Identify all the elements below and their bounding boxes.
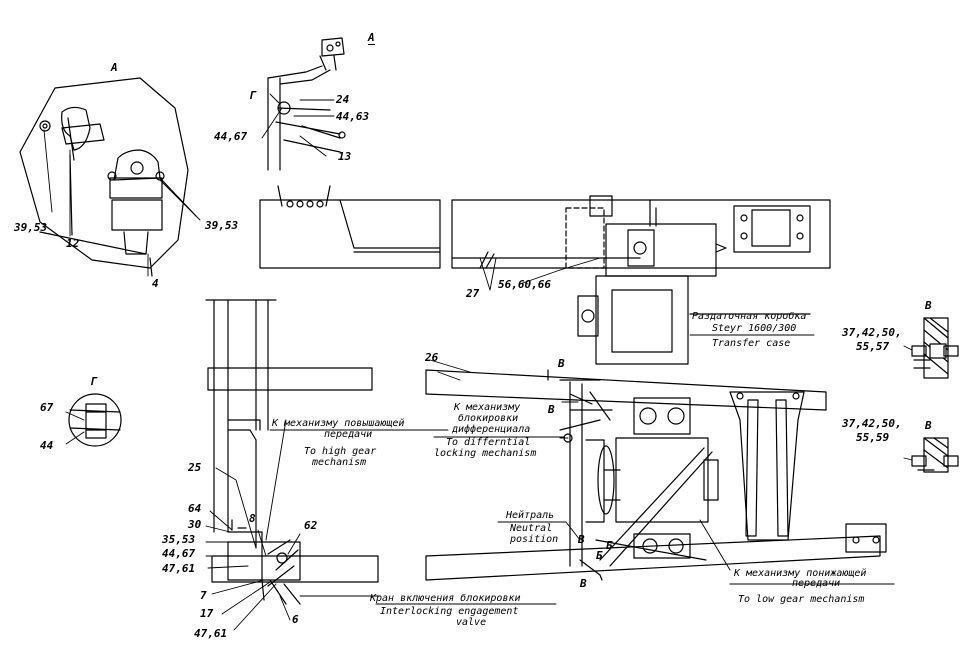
callout-8: 8 <box>249 512 256 525</box>
view-label-g-marker: Г <box>249 89 256 102</box>
view-label-g-detail: Г <box>90 375 97 388</box>
callout-v1-line1: 37,42,50, <box>842 326 902 339</box>
callout-v1-line2: 55,57 <box>856 340 890 353</box>
callout-39-53-right: 39,53 <box>205 219 239 232</box>
caption-valve-ru: Кран включения блокировки <box>370 593 521 604</box>
section-v-views <box>911 317 959 473</box>
callout-35-53: 35,53 <box>162 533 196 546</box>
callout-30: 30 <box>188 518 202 531</box>
caption-underlines <box>269 334 895 605</box>
caption-high-ru-1: К механизму повышающей <box>272 418 405 429</box>
callout-56-60-66: 56,60,66 <box>498 278 551 291</box>
caption-neutral-en-2: position <box>510 534 559 545</box>
callout-67: 67 <box>40 401 54 414</box>
callout-24: 24 <box>336 93 350 106</box>
caption-neutral-ru: Нейтраль <box>506 510 555 521</box>
callout-47-61-b: 47,61 <box>194 627 228 640</box>
callout-44: 44 <box>40 439 54 452</box>
callout-44-67-top: 44,67 <box>214 130 248 143</box>
caption-low-en: To low gear mechanism <box>738 594 865 605</box>
callout-7: 7 <box>200 589 207 602</box>
section-mark-v2: В <box>548 403 555 416</box>
view-label-a-arrow: А <box>368 31 375 45</box>
caption-transfer-en: Transfer case <box>712 338 791 349</box>
callout-v2-line2: 55,59 <box>856 431 890 444</box>
detail-a-view <box>19 77 197 277</box>
callout-47-61-a: 47,61 <box>162 562 196 575</box>
section-mark-b1: Б <box>596 549 603 562</box>
section-mark-v3: В <box>578 533 585 546</box>
callout-12: 12 <box>66 237 80 250</box>
caption-diff-ru-3: дифференциала <box>452 424 531 435</box>
callout-39-53-left: 39,53 <box>14 221 48 234</box>
caption-diff-ru-1: К механизму <box>454 402 521 413</box>
callout-4: 4 <box>152 277 159 290</box>
transfer-case-drawing <box>565 195 811 365</box>
caption-high-en-1: To high gear <box>304 446 377 457</box>
left-side-view <box>205 299 379 605</box>
caption-neutral-en-1: Neutral <box>510 523 553 534</box>
section-mark-v1: В <box>558 357 565 370</box>
callout-6: 6 <box>292 613 299 626</box>
lower-frame-assembly <box>425 369 887 581</box>
caption-valve-en-1: Interlocking engagement <box>380 606 519 617</box>
caption-diff-en-2: locking mechanism <box>434 448 537 459</box>
section-mark-b2: Б <box>606 539 613 552</box>
caption-high-en-2: mechanism <box>312 457 367 468</box>
caption-diff-en-1: To differntial <box>446 437 531 448</box>
callout-13: 13 <box>338 150 352 163</box>
view-label-a-detail: А <box>111 61 118 74</box>
callout-v2-line1: 37,42,50, <box>842 417 902 430</box>
caption-high-ru-2: передачи <box>324 429 373 440</box>
callout-25: 25 <box>188 461 202 474</box>
caption-diff-ru-2: блокировки <box>458 413 519 424</box>
caption-transfer-ru: Раздаточная коробка <box>692 311 807 322</box>
callout-64: 64 <box>188 502 202 515</box>
section-mark-v4: В <box>580 577 587 590</box>
callout-62: 62 <box>304 519 318 532</box>
view-label-v-bottom: В <box>925 419 932 432</box>
callout-26: 26 <box>425 351 439 364</box>
caption-low-ru-2: передачи <box>792 578 841 589</box>
callout-44-67: 44,67 <box>162 547 196 560</box>
caption-low-ru-1: К механизму понижающей <box>734 568 867 579</box>
view-label-v-top: В <box>925 299 932 312</box>
upper-frame-linkage <box>259 37 831 269</box>
caption-valve-en-2: valve <box>456 617 487 628</box>
detail-g-view <box>68 393 122 447</box>
callout-27: 27 <box>466 287 480 300</box>
callout-44-63: 44,63 <box>336 110 370 123</box>
callout-17: 17 <box>200 607 214 620</box>
caption-transfer-model: Steyr 1600/300 <box>712 323 797 334</box>
